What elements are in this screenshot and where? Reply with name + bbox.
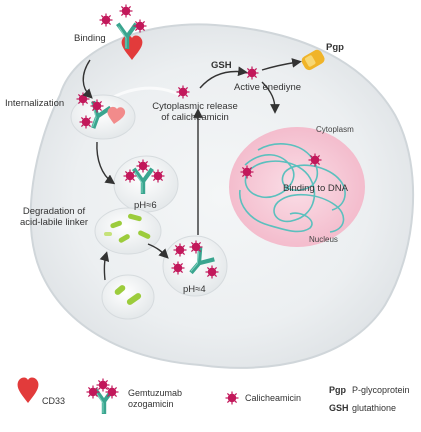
legend-calicheamicin: Calicheamicin <box>245 393 302 403</box>
arrow-to-nucleus <box>261 81 280 114</box>
label-degradation-2: acid-labile linker <box>19 217 89 228</box>
label-nucleus: Nucleus <box>309 235 338 244</box>
legend-pgp-abbr: Pgp <box>329 385 346 395</box>
legend-pgp-full: P-glycoprotein <box>352 385 410 395</box>
legend-cd33: CD33 <box>42 396 66 406</box>
arrow-lysosome-to-degradation <box>99 251 110 281</box>
label-active-enediyne: Active enediyne <box>234 82 302 93</box>
vesicle-degradation <box>94 207 162 255</box>
label-binding: Binding <box>74 33 106 44</box>
legend-gemtuzumab-2: ozogamicin <box>128 399 174 409</box>
arrow-gsh-activation <box>199 66 248 89</box>
vesicle-lysosome <box>101 274 155 320</box>
label-ph6: pH≈6 <box>134 200 157 211</box>
legend-gsh-abbr: GSH <box>329 403 349 413</box>
dna-icon <box>239 143 346 233</box>
vesicle-internalization <box>70 94 136 140</box>
label-cyto-release-1: Cytoplasmic release <box>152 101 238 112</box>
label-cytoplasm: Cytoplasm <box>316 125 354 134</box>
legend-gemtuzumab-1: Gemtuzumab <box>128 388 183 398</box>
label-binding-dna: Binding to DNA <box>283 183 348 194</box>
arrow-binding-to-internalization <box>82 59 93 99</box>
label-pgp: Pgp <box>326 42 344 53</box>
arrow-efflux-pgp <box>261 58 302 71</box>
legend-cd33-icon <box>17 377 39 403</box>
label-degradation-1: Degradation of <box>22 206 86 217</box>
legend-calicheamicin-icon <box>224 390 240 406</box>
label-ph4: pH≈4 <box>183 284 206 295</box>
pgp-icon <box>301 49 325 71</box>
nucleus <box>229 127 365 247</box>
arrow-internalization-to-ph6 <box>96 141 116 185</box>
label-cyto-release-2: of calicheamicin <box>161 112 229 123</box>
label-gsh: GSH <box>211 60 232 71</box>
arrow-degradation-to-ph4 <box>147 243 169 259</box>
legend-gsh-full: glutathione <box>352 403 397 413</box>
label-internalization: Internalization <box>5 98 65 109</box>
